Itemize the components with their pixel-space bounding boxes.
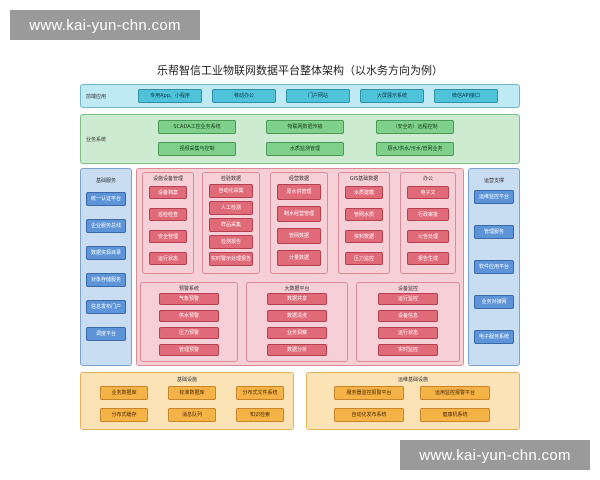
gis-item[interactable]: 资料数据 <box>345 230 383 243</box>
basic-service-item[interactable]: 对象存储服务 <box>86 273 126 287</box>
gis-item[interactable]: 管网水质 <box>345 208 383 221</box>
ops-support-item[interactable]: 业务对接网 <box>474 295 514 309</box>
infra-item[interactable]: 知识检索 <box>236 408 284 422</box>
office-label: 办公 <box>422 176 433 182</box>
front-app-item[interactable]: 微信API接口 <box>434 89 498 103</box>
equipment-item[interactable]: 巡检检查 <box>149 208 187 221</box>
gis-label: GIS基础数据 <box>349 176 379 182</box>
office-item[interactable]: 公告处理 <box>407 230 449 243</box>
front-app-item[interactable]: 移动办公 <box>212 89 276 103</box>
infra-item[interactable]: 分布式缓存 <box>100 408 148 422</box>
front-app-label: 前端应用 <box>86 94 107 100</box>
basic-service-item[interactable]: 调度平台 <box>86 327 126 341</box>
operation-item[interactable]: 制水经营管理 <box>277 206 321 222</box>
alarm-item[interactable]: 管理预警 <box>159 344 219 356</box>
infra-label: 基础设施 <box>176 377 197 383</box>
ops-infra-item[interactable]: 健康机系统 <box>420 408 490 422</box>
business-item[interactable]: 物联网数据传输 <box>266 120 344 134</box>
equipment-item[interactable]: 运行状态 <box>149 252 187 265</box>
basic-service-item[interactable]: 统一认证平台 <box>86 192 126 206</box>
infra-item[interactable]: 标准数据库 <box>168 386 216 400</box>
bigdata-item[interactable]: 业务洞察 <box>267 327 327 339</box>
operation-item[interactable]: 原水供管理 <box>277 184 321 200</box>
equipment-item[interactable]: 安全管理 <box>149 230 187 243</box>
office-item[interactable]: 报告生成 <box>407 252 449 265</box>
bigdata-item[interactable]: 数据共享 <box>267 293 327 305</box>
device-monitor-item[interactable]: 运行监控 <box>378 293 438 305</box>
diagram-title: 乐帮智信工业物联网数据平台整体架构（以水务方向为例） <box>157 64 443 77</box>
ops-infra-item[interactable]: 自动化发布系统 <box>334 408 404 422</box>
device-monitor-item[interactable]: 实时监控 <box>378 344 438 356</box>
check-label: 检验数据 <box>220 176 241 182</box>
office-item[interactable]: 行政审批 <box>407 208 449 221</box>
check-item[interactable]: 自动化采集 <box>209 184 253 198</box>
front-app-item[interactable]: 门户网站 <box>286 89 350 103</box>
alarm-item[interactable]: 压力预警 <box>159 327 219 339</box>
ops-infra-label: 运维基础设施 <box>397 377 428 383</box>
ops-support-item[interactable]: 电子服务系统 <box>474 330 514 344</box>
equipment-label: 设施设备管理 <box>152 176 183 182</box>
ops-support-item[interactable]: 软件应用平台 <box>474 260 514 274</box>
infra-item[interactable]: 分布式文件系统 <box>236 386 284 400</box>
office-item[interactable]: 电子文 <box>407 186 449 199</box>
check-item[interactable]: 实时警示处理报告 <box>209 252 253 266</box>
basic-service-item[interactable]: 信息发布门户 <box>86 300 126 314</box>
device-monitor-label: 设备监控 <box>397 286 418 292</box>
bigdata-label: 大数据平台 <box>284 286 310 292</box>
operation-item[interactable]: 计量数据 <box>277 250 321 266</box>
ops-support-item[interactable]: 管理服务 <box>474 225 514 239</box>
device-monitor-item[interactable]: 运行状态 <box>378 327 438 339</box>
alarm-label: 预警系统 <box>178 286 199 292</box>
check-item[interactable]: 样品采集 <box>209 218 253 232</box>
infra-item[interactable]: 业务数据库 <box>100 386 148 400</box>
basic-service-item[interactable]: 企业服务总线 <box>86 219 126 233</box>
ops-support-label: 运营支撑 <box>483 178 504 184</box>
operation-item[interactable]: 管网数据 <box>277 228 321 244</box>
bigdata-item[interactable]: 数据分析 <box>267 344 327 356</box>
business-item[interactable]: （安全的）远程控制 <box>376 120 454 134</box>
alarm-item[interactable]: 气象预警 <box>159 293 219 305</box>
check-item[interactable]: 人工检测 <box>209 201 253 215</box>
business-item[interactable]: 厨水/供水/污水/管网业务 <box>376 142 454 156</box>
operation-label: 经营数据 <box>288 176 309 182</box>
watermark-top: www.kai-yun-chn.com <box>10 10 200 40</box>
watermark-bottom: www.kai-yun-chn.com <box>400 440 590 470</box>
ops-infra-item[interactable]: 服务器监控报警平台 <box>334 386 404 400</box>
check-item[interactable]: 检测报告 <box>209 235 253 249</box>
business-item[interactable]: 水质监测管理 <box>266 142 344 156</box>
bigdata-item[interactable]: 数据清洗 <box>267 310 327 322</box>
ops-support-item[interactable]: 运维监控平台 <box>474 190 514 204</box>
business-item[interactable]: 视频采集与控制 <box>158 142 236 156</box>
alarm-item[interactable]: 供水预警 <box>159 310 219 322</box>
infra-item[interactable]: 消息队列 <box>168 408 216 422</box>
front-app-item[interactable]: 大屏展示系统 <box>360 89 424 103</box>
equipment-item[interactable]: 设备档案 <box>149 186 187 199</box>
ops-infra-item[interactable]: 运用监控报警平台 <box>420 386 490 400</box>
device-monitor-item[interactable]: 设备信息 <box>378 310 438 322</box>
basic-service-label: 基础服务 <box>95 178 116 184</box>
front-app-item[interactable]: 专用App、小程序 <box>138 89 202 103</box>
basic-service-item[interactable]: 数据资源目录 <box>86 246 126 260</box>
business-label: 业务系统 <box>86 137 107 143</box>
gis-item[interactable]: 水质建模 <box>345 186 383 199</box>
business-item[interactable]: SCADA工控业务系统 <box>158 120 236 134</box>
gis-item[interactable]: 压力监控 <box>345 252 383 265</box>
